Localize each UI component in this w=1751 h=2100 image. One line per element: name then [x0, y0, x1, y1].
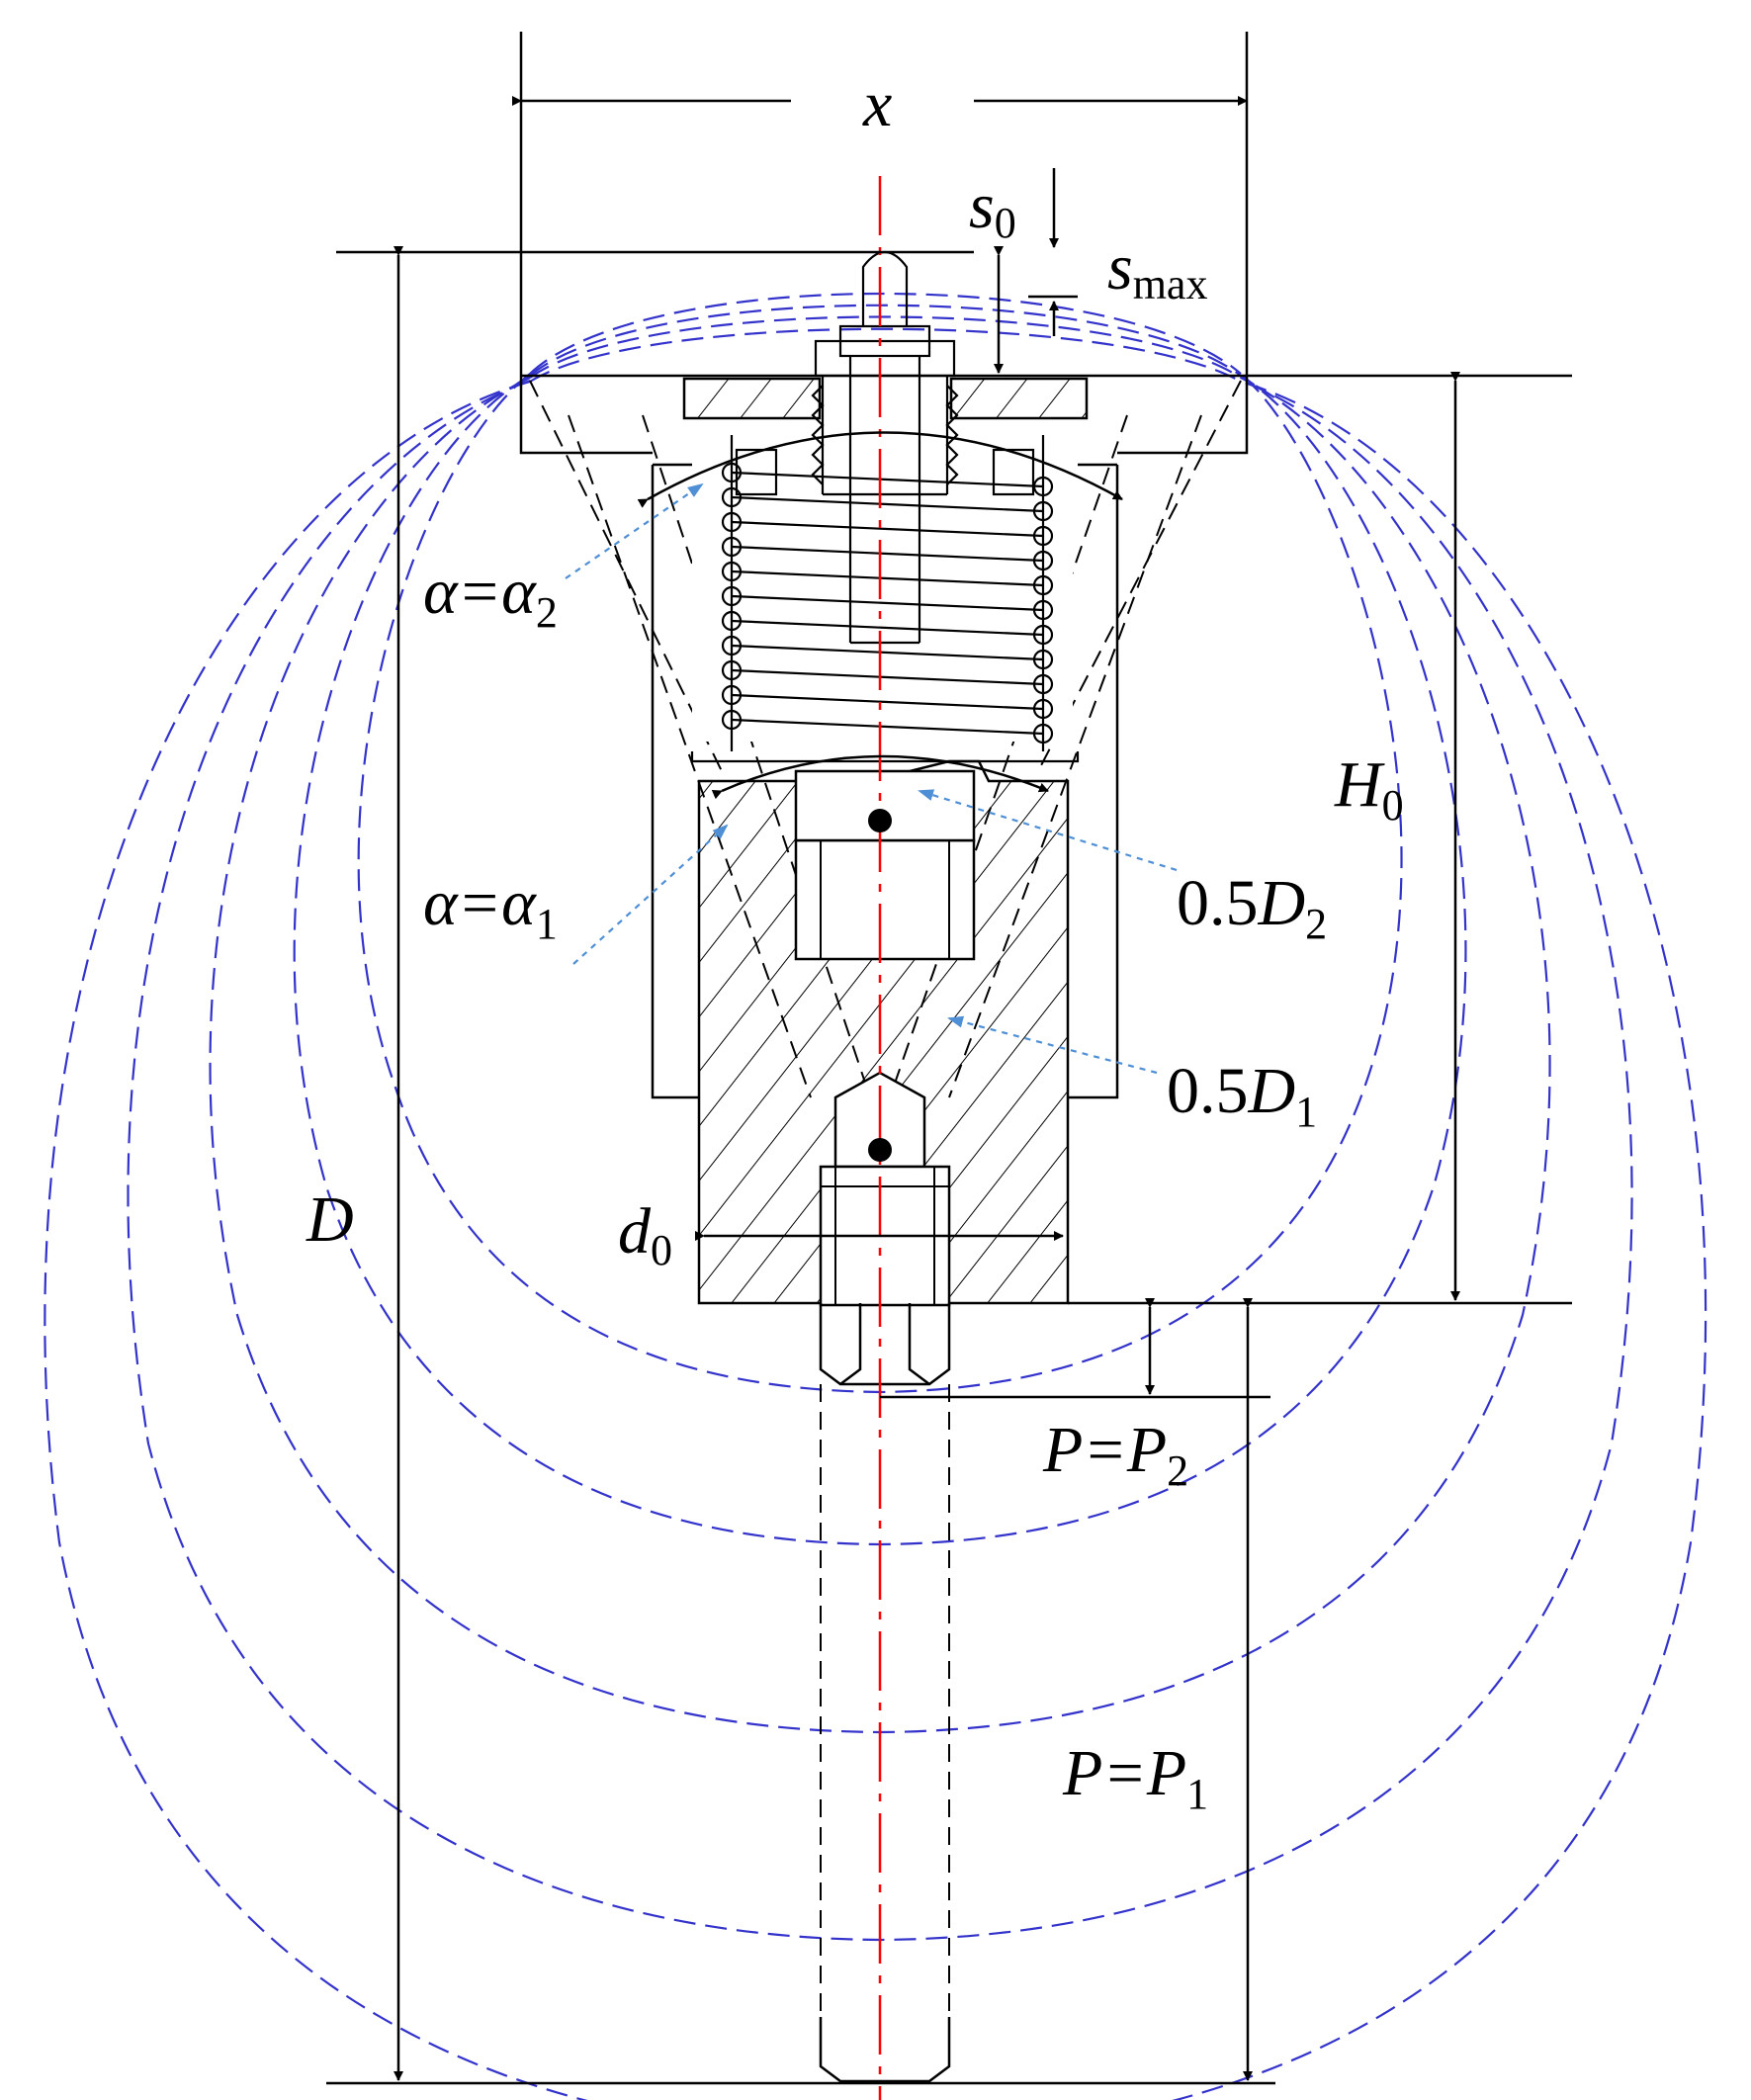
angle-arcs — [637, 431, 1123, 800]
nozzle-tip — [819, 1303, 951, 2083]
label-h0: H0 — [1334, 748, 1404, 830]
label-x: x — [862, 68, 892, 140]
leader-half-d1 — [947, 1015, 1158, 1075]
leader-alpha2 — [565, 482, 704, 579]
center-dot-d2 — [868, 809, 892, 832]
label-smax: smax — [1107, 231, 1207, 308]
label-half-d1: 0.5D1 — [1167, 1055, 1317, 1136]
center-dot-d1 — [868, 1138, 892, 1162]
leader-half-d2 — [918, 789, 1178, 872]
spring-left-coil-ends — [721, 462, 743, 731]
label-d: D — [306, 1183, 354, 1256]
label-alpha2: α=α2 — [423, 556, 558, 637]
envelope-5 — [44, 380, 1707, 2100]
spring — [690, 435, 1080, 763]
labels: x s0 smax α=α2 α=α1 H0 0.5D2 0.5D1 D d0 … — [306, 68, 1404, 1818]
label-alpha1: α=α1 — [423, 867, 558, 948]
top-plate — [682, 377, 1089, 420]
label-s0: s0 — [969, 170, 1016, 247]
leader-arrows — [565, 482, 1178, 1075]
nozzle-body — [697, 759, 1070, 1307]
label-half-d2: 0.5D2 — [1177, 867, 1327, 948]
label-d0: d0 — [618, 1195, 672, 1274]
hidden-lines — [529, 380, 1242, 2017]
label-p1: P=P1 — [1062, 1737, 1208, 1818]
dimension-lines — [326, 96, 1572, 2085]
cap-outline — [519, 32, 1572, 1099]
label-p2: P=P2 — [1042, 1414, 1188, 1495]
